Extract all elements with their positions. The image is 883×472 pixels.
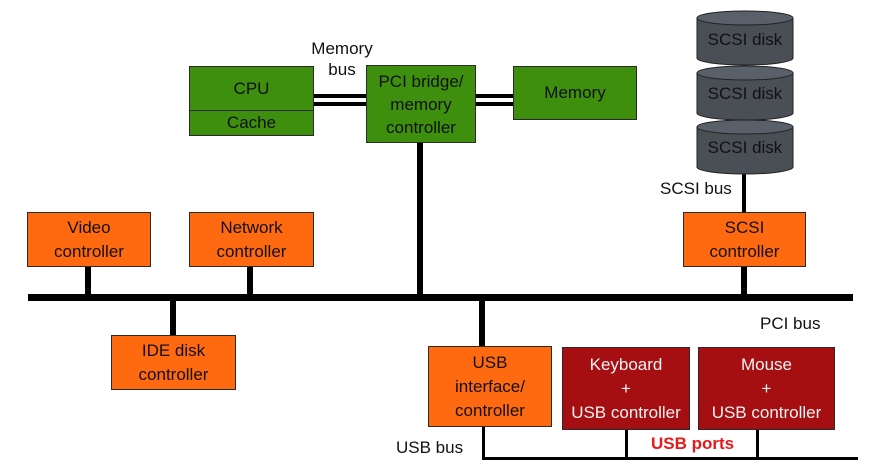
memory-bus-line-mem-top bbox=[475, 94, 514, 98]
ide-line1: IDE disk bbox=[141, 340, 206, 360]
video-line2: controller bbox=[54, 241, 124, 261]
network-connector bbox=[247, 266, 253, 296]
ide-connector bbox=[170, 299, 176, 335]
pci-bridge-line2: memory bbox=[390, 94, 452, 114]
scsi-disk-1-label: SCSI disk bbox=[707, 30, 783, 49]
scsi-connector bbox=[741, 266, 747, 296]
memory-label: Memory bbox=[544, 83, 606, 102]
cpu-label: CPU bbox=[190, 67, 313, 111]
usb-line3: controller bbox=[455, 400, 525, 420]
usb-interface-box: USB interface/ controller bbox=[428, 346, 552, 427]
network-controller-box: Network controller bbox=[189, 212, 314, 267]
memory-bus-label-line2: bus bbox=[328, 60, 356, 79]
keyboard-box: Keyboard + USB controller bbox=[562, 347, 690, 430]
network-line1: Network bbox=[220, 217, 283, 237]
usb-port-keyboard bbox=[625, 430, 628, 460]
keyboard-line3: USB controller bbox=[571, 402, 681, 422]
pci-bus-label: PCI bus bbox=[760, 314, 821, 333]
scsi-disk-2-label: SCSI disk bbox=[707, 84, 783, 103]
network-line2: controller bbox=[216, 241, 287, 261]
scsi-bus-label: SCSI bus bbox=[660, 179, 732, 198]
scsi-disk-3-label: SCSI disk bbox=[707, 138, 783, 157]
usb-bus-label: USB bus bbox=[396, 438, 464, 457]
keyboard-line2: + bbox=[621, 378, 631, 398]
scsi-disk-1 bbox=[696, 10, 794, 66]
usb-port-mouse bbox=[756, 430, 759, 460]
memory-bus-line-mem-bottom bbox=[475, 102, 514, 106]
video-controller-box: Video controller bbox=[27, 212, 151, 267]
scsi-line2: controller bbox=[709, 241, 780, 261]
memory-bus-line-cpu-bottom bbox=[313, 102, 368, 106]
mouse-line3: USB controller bbox=[711, 402, 822, 422]
usb-ports-label: USB ports bbox=[651, 434, 735, 453]
keyboard-line1: Keyboard bbox=[589, 354, 663, 374]
scsi-disk-2 bbox=[696, 65, 794, 121]
mouse-line1: Mouse bbox=[740, 354, 793, 374]
pci-bus-line bbox=[28, 294, 853, 301]
ide-controller-box: IDE disk controller bbox=[111, 335, 236, 390]
usb-line1: USB bbox=[472, 352, 508, 372]
video-connector bbox=[85, 266, 91, 296]
memory-box: Memory bbox=[513, 66, 637, 120]
cpu-box: CPU Cache bbox=[189, 66, 314, 136]
usb-bus-vertical bbox=[482, 426, 485, 460]
scsi-disk-3 bbox=[696, 119, 794, 175]
cache-label: Cache bbox=[226, 113, 277, 132]
video-line1: Video bbox=[67, 217, 111, 237]
usb-line2: interface/ bbox=[455, 376, 525, 396]
pci-bridge-line1: PCI bridge/ bbox=[378, 71, 464, 91]
pci-bridge-box: PCI bridge/ memory controller bbox=[366, 65, 476, 143]
memory-bus-label: Memory bus bbox=[300, 38, 384, 80]
usb-bus-line bbox=[482, 457, 858, 460]
ide-line2: controller bbox=[138, 364, 209, 384]
memory-bus-line-cpu-top bbox=[313, 94, 368, 98]
mouse-box: Mouse + USB controller bbox=[698, 347, 835, 430]
mouse-line2: + bbox=[761, 378, 772, 398]
scsi-controller-box: SCSI controller bbox=[683, 212, 806, 267]
scsi-line1: SCSI bbox=[724, 217, 765, 237]
pci-bridge-line3: controller bbox=[386, 117, 456, 137]
memory-bus-label-line1: Memory bbox=[311, 39, 373, 58]
usb-connector bbox=[479, 299, 485, 347]
bridge-pci-connector bbox=[417, 143, 423, 295]
